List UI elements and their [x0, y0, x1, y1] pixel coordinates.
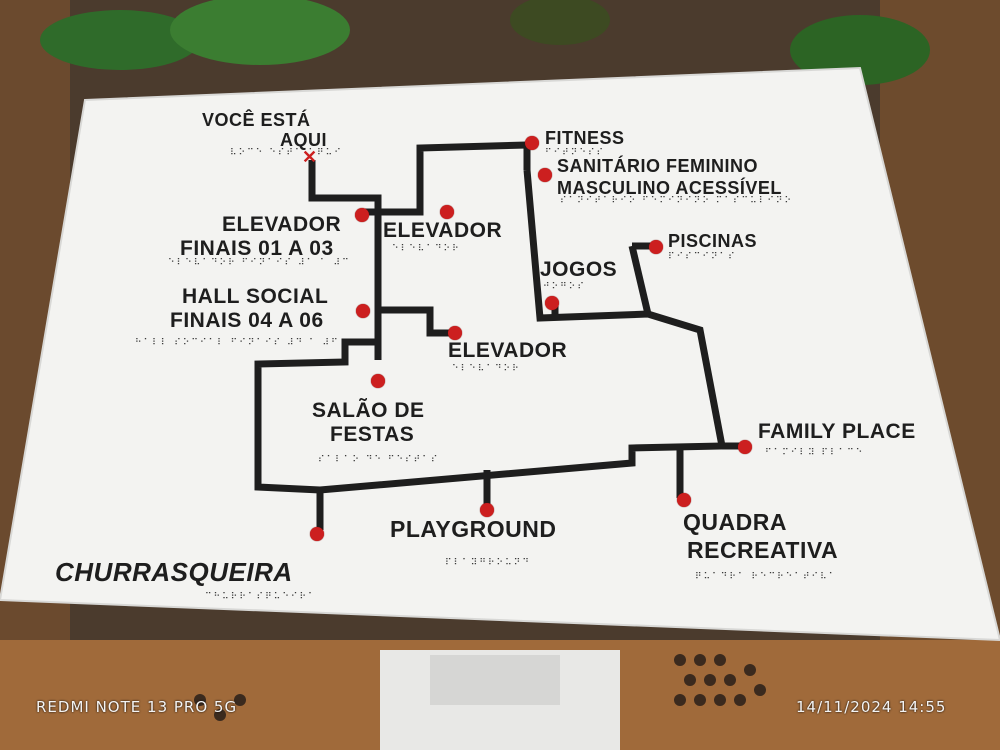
label-elevador-finais-2: FINAIS 01 A 03	[180, 237, 334, 260]
label-salao-2: FESTAS	[330, 423, 415, 446]
you-are-here-marker: ✕	[302, 147, 318, 167]
dot-elevador-mid	[448, 326, 462, 340]
dot-elevador-finais	[355, 208, 369, 222]
dot-sanitario	[538, 168, 552, 182]
label-fitness: FITNESS	[545, 128, 625, 148]
braille-hall-social: ⠓⠁⠇⠇ ⠎⠕⠉⠊⠁⠇ ⠋⠊⠝⠁⠊⠎ ⠼⠙ ⠁ ⠼⠋	[135, 338, 340, 348]
dot-family-place	[738, 440, 752, 454]
label-you-are-here-2: AQUI	[280, 130, 327, 150]
label-elevador-mid: ELEVADOR	[448, 339, 568, 362]
braille-churrasqueira: ⠉⠓⠥⠗⠗⠁⠎⠟⠥⠑⠊⠗⠁	[205, 592, 317, 602]
label-piscinas: PISCINAS	[668, 231, 758, 251]
braille-elevador-finais: ⠑⠇⠑⠧⠁⠙⠕⠗ ⠋⠊⠝⠁⠊⠎ ⠼⠁ ⠁ ⠼⠉	[168, 258, 351, 268]
label-hall-social-2: FINAIS 04 A 06	[170, 309, 324, 332]
label-family-place: FAMILY PLACE	[758, 420, 916, 443]
datetime-caption: 14/11/2024 14:55	[796, 698, 947, 716]
dot-salao	[371, 374, 385, 388]
plant-leaves	[40, 0, 930, 85]
label-churrasqueira: CHURRASQUEIRA	[55, 557, 293, 587]
braille-fitness: ⠋⠊⠞⠝⠑⠎⠎	[545, 148, 606, 158]
braille-salao: ⠎⠁⠇⠁⠕ ⠙⠑ ⠋⠑⠎⠞⠁⠎	[318, 455, 440, 465]
braille-playground: ⠏⠇⠁⠽⠛⠗⠕⠥⠝⠙	[445, 558, 531, 568]
dot-churrasqueira	[310, 527, 324, 541]
sign-board	[0, 66, 1000, 642]
label-playground: PLAYGROUND	[390, 516, 557, 542]
dot-fitness	[525, 136, 539, 150]
label-sanitario-1: SANITÁRIO FEMININO	[557, 156, 758, 176]
label-jogos: JOGOS	[540, 258, 618, 281]
device-caption: REDMI NOTE 13 PRO 5G	[36, 698, 238, 716]
label-quadra-1: QUADRA	[683, 509, 787, 535]
braille-family-place: ⠋⠁⠍⠊⠇⠽ ⠏⠇⠁⠉⠑	[765, 448, 865, 458]
braille-sanitario: ⠎⠁⠝⠊⠞⠁⠗⠊⠕ ⠋⠑⠍⠊⠝⠊⠝⠕ ⠍⠁⠎⠉⠥⠇⠊⠝⠕	[560, 196, 794, 206]
label-quadra-2: RECREATIVA	[687, 537, 839, 563]
braille-elevador-top: ⠑⠇⠑⠧⠁⠙⠕⠗	[392, 244, 461, 254]
braille-jogos: ⠚⠕⠛⠕⠎	[543, 282, 586, 292]
braille-piscinas: ⠏⠊⠎⠉⠊⠝⠁⠎	[668, 252, 737, 262]
label-hall-social-1: HALL SOCIAL	[182, 285, 329, 308]
dot-piscinas	[649, 240, 663, 254]
dot-playground	[480, 503, 494, 517]
dot-hall-social	[356, 304, 370, 318]
label-elevador-top: ELEVADOR	[383, 219, 503, 242]
dot-elevador-top	[440, 205, 454, 219]
dot-jogos	[545, 296, 559, 310]
label-sanitario-2: MASCULINO ACESSÍVEL	[557, 178, 782, 198]
dot-quadra	[677, 493, 691, 507]
braille-elevador-mid: ⠑⠇⠑⠧⠁⠙⠕⠗	[452, 364, 521, 374]
label-elevador-finais-1: ELEVADOR	[222, 213, 342, 236]
label-you-are-here-1: VOCÊ ESTÁ	[202, 110, 311, 130]
label-salao-1: SALÃO DE	[312, 399, 425, 422]
braille-you-are-here: ⠧⠕⠉⠑ ⠑⠎⠞⠁ ⠁⠟⠥⠊	[230, 148, 343, 158]
braille-quadra: ⠟⠥⠁⠙⠗⠁ ⠗⠑⠉⠗⠑⠁⠞⠊⠧⠁	[695, 572, 838, 582]
